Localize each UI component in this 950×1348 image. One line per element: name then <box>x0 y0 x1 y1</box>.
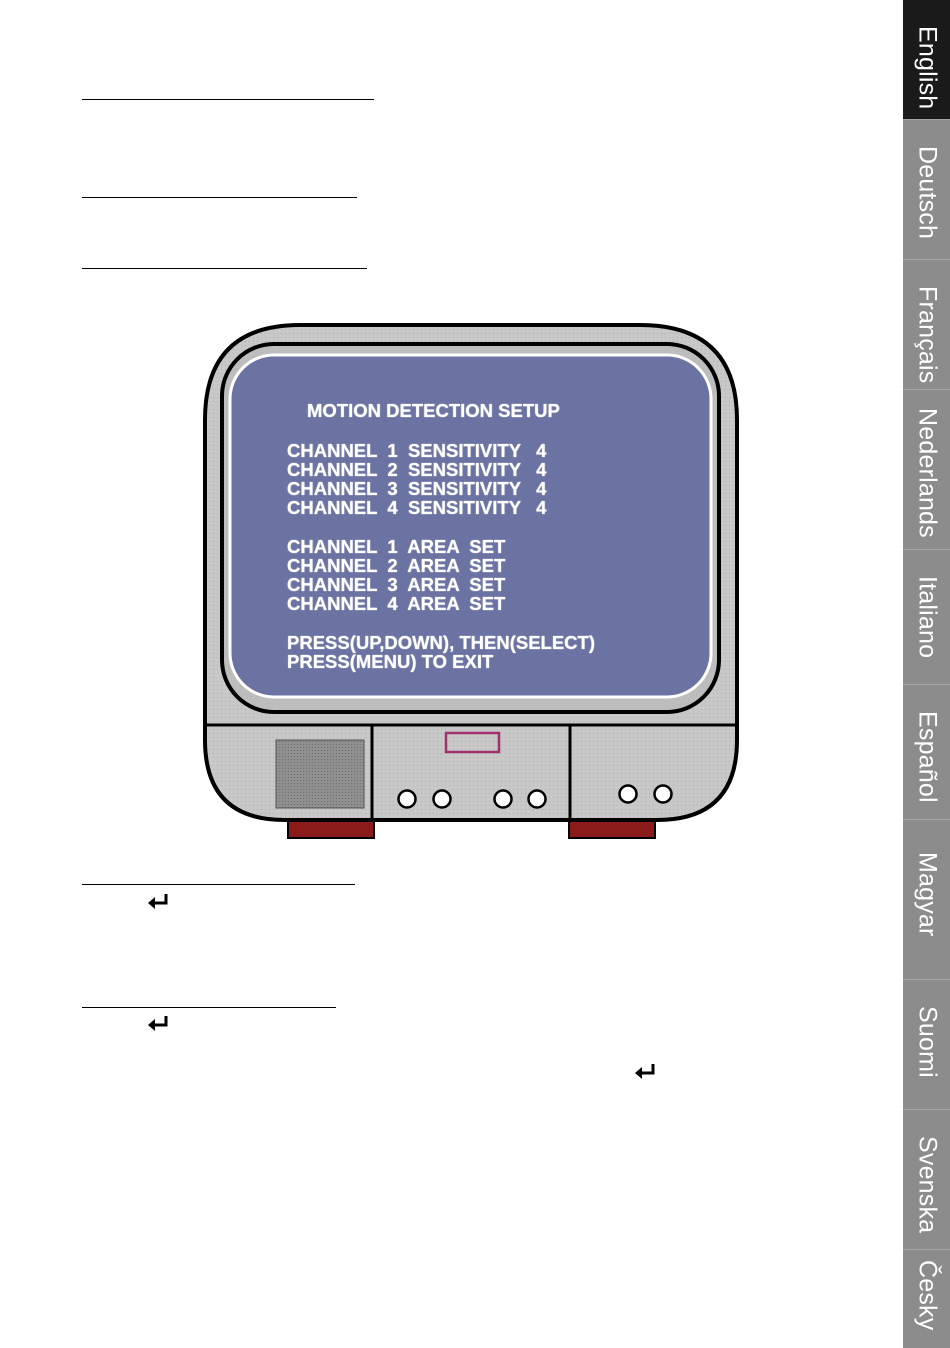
enter-key-icon <box>148 894 168 909</box>
tab-label: English <box>913 26 941 110</box>
tab-nederlands[interactable]: Nederlands <box>903 390 950 550</box>
osd-area-row: CHANNEL 4 AREA SET <box>287 593 506 614</box>
tab-deutsch[interactable]: Deutsch <box>903 120 950 260</box>
tab-label: Suomi <box>913 1006 941 1078</box>
section-rule-2 <box>82 197 357 198</box>
enter-key-icon <box>148 1016 168 1031</box>
tab-label: Deutsch <box>913 146 941 240</box>
enter-key-icon <box>635 1064 655 1079</box>
section-rule-3 <box>82 268 367 269</box>
osd-instruction: PRESS(UP,DOWN), THEN(SELECT) <box>287 632 596 653</box>
tab-label: Magyar <box>913 852 941 937</box>
language-tabs: English Deutsch Français Nederlands Ital… <box>903 0 950 1348</box>
osd-sensitivity-row: CHANNEL 3 SENSITIVITY 4 <box>287 478 547 499</box>
osd-area-row: CHANNEL 1 AREA SET <box>287 536 506 557</box>
section-rule-5 <box>82 1007 336 1008</box>
osd-title: MOTION DETECTION SETUP <box>307 400 560 421</box>
osd-area-row: CHANNEL 3 AREA SET <box>287 574 506 595</box>
section-rule-1 <box>82 99 374 100</box>
tab-cesky[interactable]: Česky <box>903 1250 950 1348</box>
osd-instruction: PRESS(MENU) TO EXIT <box>287 651 494 672</box>
monitor-body <box>203 323 739 839</box>
osd-sensitivity-row: CHANNEL 4 SENSITIVITY 4 <box>287 497 547 518</box>
osd-sensitivity-row: CHANNEL 2 SENSITIVITY 4 <box>287 459 547 480</box>
tab-suomi[interactable]: Suomi <box>903 980 950 1110</box>
tab-italiano[interactable]: Italiano <box>903 550 950 685</box>
tab-label: Svenska <box>913 1136 941 1234</box>
section-rule-4 <box>82 884 355 885</box>
tab-label: Česky <box>913 1260 941 1331</box>
tab-francais[interactable]: Français <box>903 260 950 390</box>
osd-sensitivity-row: CHANNEL 1 SENSITIVITY 4 <box>287 440 547 461</box>
tab-label: Español <box>913 711 941 803</box>
tab-label: Nederlands <box>913 408 941 538</box>
tab-label: Français <box>913 286 941 384</box>
monitor-illustration: MOTION DETECTION SETUP CHANNEL 1 SENSITI… <box>200 320 745 845</box>
osd-area-row: CHANNEL 2 AREA SET <box>287 555 506 576</box>
tab-svenska[interactable]: Svenska <box>903 1110 950 1250</box>
tab-english[interactable]: English <box>903 0 950 120</box>
tab-label: Italiano <box>913 576 941 659</box>
tab-espanol[interactable]: Español <box>903 685 950 820</box>
tab-magyar[interactable]: Magyar <box>903 820 950 980</box>
